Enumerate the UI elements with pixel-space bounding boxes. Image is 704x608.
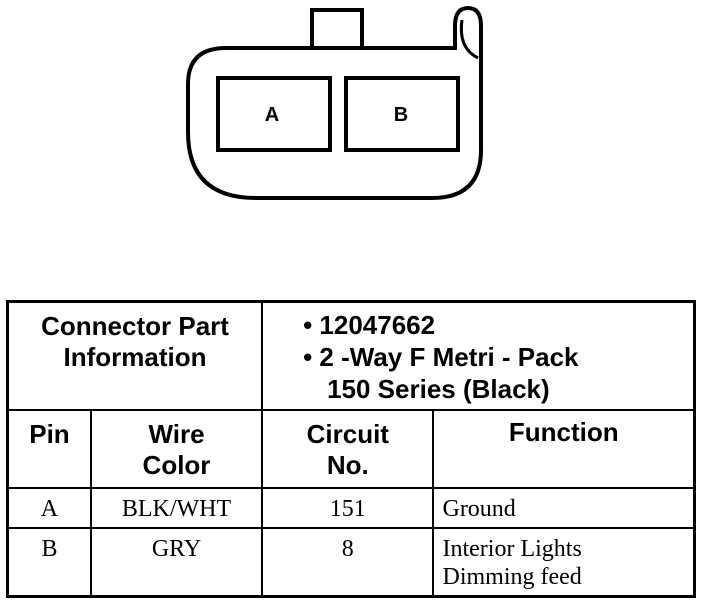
row-b-wire-cell: GRY — [89, 527, 264, 597]
header-pin-cell: Pin — [6, 409, 92, 489]
table-row: B GRY 8 Interior Lights Dimming feed — [6, 527, 696, 597]
cavity-b-label: B — [394, 104, 408, 126]
part-description-line2: 150 Series (Black) — [327, 374, 550, 404]
row-a-pin: A — [40, 496, 59, 522]
table-row: A BLK/WHT 151 Ground — [6, 487, 696, 529]
row-b-circuit: 8 — [341, 536, 354, 562]
connector-hook-detail — [459, 19, 479, 60]
header-circuit-line1: Circuit — [306, 419, 389, 449]
header-wire-color-line2: Color — [142, 450, 211, 480]
row-b-pin: B — [41, 536, 58, 562]
header-circuit-cell: Circuit No. — [261, 409, 435, 489]
part-description-line1: • 2 -Way F Metri - Pack — [303, 342, 579, 372]
row-a-circuit: 151 — [329, 496, 366, 522]
part-info-row: Connector Part Information • 12047662 • … — [6, 300, 696, 411]
part-info-label-line1: Connector Part — [41, 311, 229, 341]
row-a-circuit-cell: 151 — [261, 487, 435, 529]
cavity-b — [344, 76, 460, 152]
row-b-circuit-cell: 8 — [261, 527, 435, 597]
header-function: Function — [508, 417, 619, 447]
row-a-wire-color: BLK/WHT — [121, 496, 232, 522]
header-wire-color-line1: Wire — [148, 419, 205, 449]
row-a-function: Ground — [442, 496, 516, 522]
part-info-label-cell: Connector Part Information — [6, 300, 264, 411]
header-wire-color-cell: Wire Color — [89, 409, 264, 489]
connector-latch-tab — [310, 8, 364, 50]
part-info-value-cell: • 12047662 • 2 -Way F Metri - Pack 150 S… — [261, 300, 696, 411]
row-b-wire-color: GRY — [151, 536, 202, 562]
cavity-a — [216, 76, 332, 152]
row-b-function-line1: Interior Lights — [442, 536, 582, 562]
connector-info-table: Connector Part Information • 12047662 • … — [6, 300, 696, 598]
row-b-pin-cell: B — [6, 527, 92, 597]
connector-face-diagram: A B — [186, 5, 483, 200]
column-header-row: Pin Wire Color Circuit No. Function — [6, 409, 696, 489]
header-pin: Pin — [29, 419, 70, 449]
header-circuit-line2: No. — [326, 450, 369, 480]
row-b-function-cell: Interior Lights Dimming feed — [432, 527, 696, 597]
row-a-function-cell: Ground — [432, 487, 696, 529]
header-function-cell: Function — [432, 409, 696, 489]
part-number: • 12047662 — [303, 310, 436, 340]
row-a-pin-cell: A — [6, 487, 92, 529]
row-a-wire-cell: BLK/WHT — [89, 487, 264, 529]
part-info-label-line2: Information — [63, 342, 207, 372]
cavity-a-label: A — [265, 104, 279, 126]
row-b-function-line2: Dimming feed — [442, 564, 582, 590]
